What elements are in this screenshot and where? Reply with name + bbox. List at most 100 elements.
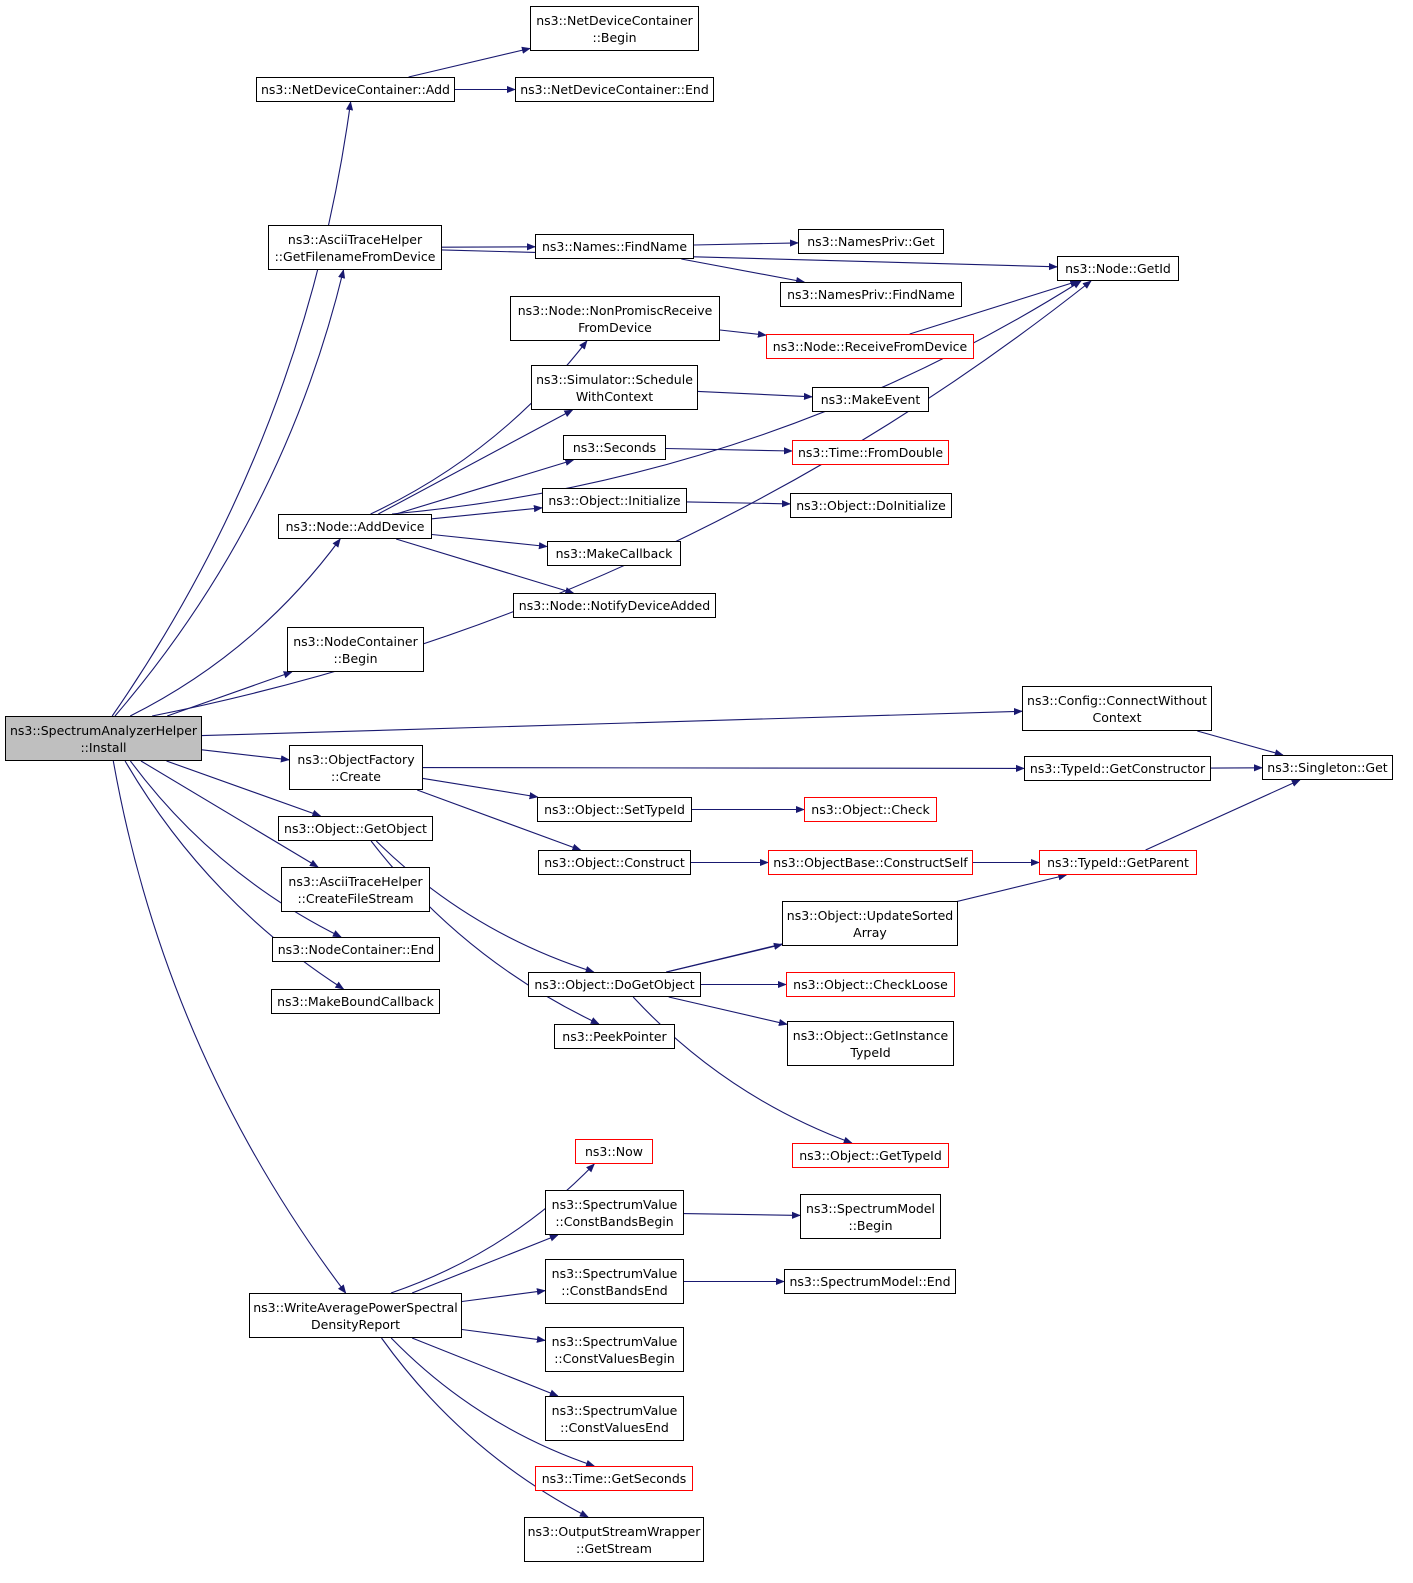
node-label-line: ns3::SpectrumAnalyzerHelper [9, 722, 198, 738]
node-makecallback[interactable]: ns3::MakeCallback [547, 541, 681, 566]
edge-writeavg-to-sv-constbandsbegin [411, 1234, 559, 1294]
node-ndc-begin[interactable]: ns3::NetDeviceContainer::Begin [530, 6, 699, 51]
node-sv-constvaluesbegin[interactable]: ns3::SpectrumValue::ConstValuesBegin [545, 1327, 684, 1372]
node-label-line: ns3::TypeId::GetParent [1047, 855, 1189, 870]
node-sv-constbandsend[interactable]: ns3::SpectrumValue::ConstBandsEnd [545, 1259, 684, 1304]
node-label-line: ns3::NetDeviceContainer [536, 12, 693, 28]
node-osw-getstream[interactable]: ns3::OutputStreamWrapper::GetStream [524, 1517, 704, 1562]
node-label-line: ns3::Node::NotifyDeviceAdded [518, 598, 711, 613]
node-label-line: ns3::SpectrumModel::End [789, 1274, 951, 1289]
node-obj-gettypeid[interactable]: ns3::Object::GetTypeId [792, 1143, 949, 1168]
node-label-line: ns3::Singleton::Get [1267, 760, 1388, 775]
node-sm-begin[interactable]: ns3::SpectrumModel::Begin [800, 1194, 941, 1239]
node-label-line: ns3::NodeContainer::End [277, 942, 435, 957]
node-node-receive[interactable]: ns3::Node::ReceiveFromDevice [766, 334, 974, 359]
node-label-line: ns3::SpectrumValue [551, 1333, 678, 1349]
node-obj-dogetobject[interactable]: ns3::Object::DoGetObject [528, 972, 701, 997]
node-namespriv-get[interactable]: ns3::NamesPriv::Get [798, 229, 944, 254]
node-sv-constvaluesend[interactable]: ns3::SpectrumValue::ConstValuesEnd [545, 1396, 684, 1441]
node-time-getseconds[interactable]: ns3::Time::GetSeconds [535, 1466, 693, 1491]
node-seconds[interactable]: ns3::Seconds [563, 435, 666, 460]
node-objbase-constructself[interactable]: ns3::ObjectBase::ConstructSelf [768, 850, 973, 875]
edge-obj-dogetobject-to-obj-gettypeid [632, 996, 853, 1144]
node-obj-construct[interactable]: ns3::Object::Construct [538, 850, 691, 875]
node-makeboundcallback[interactable]: ns3::MakeBoundCallback [271, 989, 440, 1014]
edge-writeavg-to-osw-getstream [381, 1337, 589, 1518]
node-label-line: ::CreateFileStream [297, 890, 414, 906]
node-label-line: ns3::Object::CheckLoose [793, 977, 948, 992]
node-ath-getfilename[interactable]: ns3::AsciiTraceHelper::GetFilenameFromDe… [268, 225, 442, 270]
edge-node-adddevice-to-sim-schedule [378, 409, 574, 515]
node-nc-begin[interactable]: ns3::NodeContainer::Begin [287, 627, 424, 672]
edge-writeavg-to-sv-constbandsend [461, 1288, 546, 1303]
node-label-line: ::ConstValuesEnd [560, 1419, 669, 1435]
node-label-line: ns3::SpectrumModel [806, 1200, 935, 1216]
node-label-line: ns3::Object::UpdateSorted [786, 907, 954, 923]
node-label-line: ns3::MakeBoundCallback [277, 994, 434, 1009]
node-peekpointer[interactable]: ns3::PeekPointer [554, 1024, 675, 1049]
node-label-line: ns3::NamesPriv::FindName [787, 287, 955, 302]
node-label-line: ::ConstValuesBegin [554, 1350, 675, 1366]
node-now[interactable]: ns3::Now [575, 1139, 653, 1164]
node-root: ns3::SpectrumAnalyzerHelper::Install [5, 716, 202, 761]
edge-writeavg-to-sv-constvaluesbegin [461, 1328, 546, 1343]
node-label-line: ns3::NodeContainer [293, 633, 418, 649]
node-label-line: ns3::Object::DoGetObject [534, 977, 695, 992]
edge-root-to-config-connect [201, 707, 1023, 737]
node-sv-constbandsbegin[interactable]: ns3::SpectrumValue::ConstBandsBegin [545, 1190, 684, 1235]
node-ath-createfile[interactable]: ns3::AsciiTraceHelper::CreateFileStream [281, 867, 430, 912]
node-obj-initialize[interactable]: ns3::Object::Initialize [542, 488, 687, 513]
node-namespriv-findname[interactable]: ns3::NamesPriv::FindName [780, 282, 962, 307]
edge-objfactory-create-to-obj-construct [417, 789, 582, 851]
node-label-line: ns3::WriteAveragePowerSpectral [253, 1299, 458, 1315]
node-label-line: ns3::Time::FromDouble [797, 445, 944, 460]
node-obj-settypeid[interactable]: ns3::Object::SetTypeId [537, 797, 692, 822]
node-singleton-get[interactable]: ns3::Singleton::Get [1262, 755, 1393, 780]
node-names-findname[interactable]: ns3::Names::FindName [535, 234, 694, 259]
edge-node-adddevice-to-node-notify [395, 538, 575, 595]
node-label-line: ns3::Object::Check [811, 802, 930, 817]
node-label-line: ns3::SpectrumValue [551, 1402, 678, 1418]
edge-typeid-getparent-to-singleton-get [1145, 779, 1301, 851]
node-ndc-add[interactable]: ns3::NetDeviceContainer::Add [256, 77, 455, 102]
node-label-line: TypeId [850, 1044, 891, 1060]
node-obj-doinitialize[interactable]: ns3::Object::DoInitialize [790, 493, 952, 518]
node-typeid-getparent[interactable]: ns3::TypeId::GetParent [1039, 850, 1197, 875]
node-obj-checkloose[interactable]: ns3::Object::CheckLoose [786, 972, 955, 997]
node-typeid-getctor[interactable]: ns3::TypeId::GetConstructor [1024, 756, 1211, 781]
node-label-line: ::ConstBandsBegin [555, 1213, 674, 1229]
node-label-line: ::Begin [848, 1217, 893, 1233]
node-obj-check[interactable]: ns3::Object::Check [804, 797, 937, 822]
node-node-adddevice[interactable]: ns3::Node::AddDevice [278, 514, 432, 539]
edge-root-to-ath-createfile [140, 760, 319, 868]
node-label-line: ns3::Node::GetId [1065, 261, 1171, 276]
node-time-fromdouble[interactable]: ns3::Time::FromDouble [792, 440, 949, 465]
node-label-line: ns3::Now [584, 1144, 644, 1159]
edge-node-adddevice-to-node-getid [391, 280, 1082, 515]
edge-writeavg-to-time-getseconds [390, 1337, 596, 1467]
node-makeevent[interactable]: ns3::MakeEvent [812, 387, 929, 412]
node-label-line: FromDevice [578, 319, 652, 335]
node-label-line: ns3::Object::Initialize [548, 493, 681, 508]
node-label-line: ns3::Config::ConnectWithout [1027, 692, 1207, 708]
node-label-line: ns3::SpectrumValue [551, 1196, 678, 1212]
node-label-line: ns3::ObjectFactory [297, 751, 415, 767]
edge-root-to-ath-getfilename [114, 269, 346, 717]
edge-config-connect-to-singleton-get [1197, 730, 1284, 757]
edge-sv-constbandsbegin-to-sm-begin [683, 1211, 801, 1219]
node-ndc-end[interactable]: ns3::NetDeviceContainer::End [515, 77, 714, 102]
node-label-line: ns3::AsciiTraceHelper [287, 231, 423, 247]
node-obj-getobject[interactable]: ns3::Object::GetObject [278, 816, 433, 841]
node-node-getid[interactable]: ns3::Node::GetId [1057, 256, 1179, 281]
node-node-notify[interactable]: ns3::Node::NotifyDeviceAdded [513, 593, 716, 618]
node-nc-end[interactable]: ns3::NodeContainer::End [272, 937, 440, 962]
node-objfactory-create[interactable]: ns3::ObjectFactory::Create [289, 745, 423, 790]
node-sm-end[interactable]: ns3::SpectrumModel::End [784, 1269, 956, 1294]
